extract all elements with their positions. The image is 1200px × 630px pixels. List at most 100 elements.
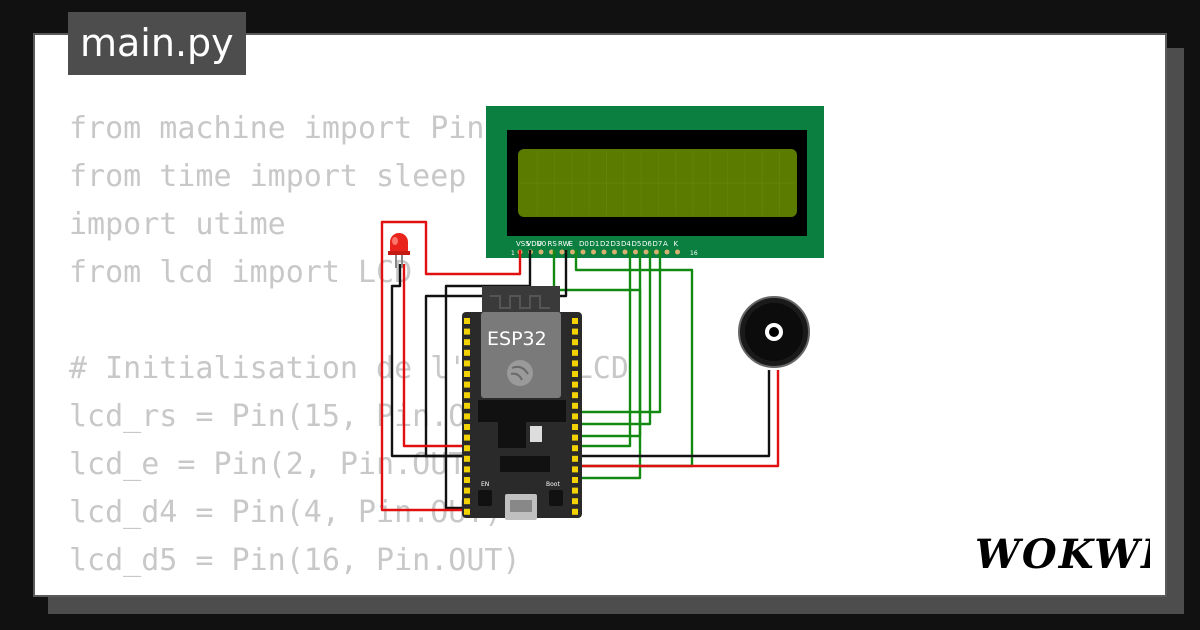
esp32-pin[interactable] <box>464 349 470 356</box>
en-button[interactable] <box>478 490 492 506</box>
esp32-pin[interactable] <box>572 381 578 388</box>
wire-green[interactable] <box>578 250 652 426</box>
esp32-pin[interactable] <box>572 371 578 377</box>
wokwi-logo: WOKWI <box>975 531 1150 576</box>
lcd-pin[interactable] <box>570 249 575 255</box>
esp32-pin[interactable] <box>464 466 470 473</box>
lcd-pin[interactable] <box>633 249 638 255</box>
esp32-pin[interactable] <box>572 477 578 483</box>
wokwi-logo-text: WOKWI <box>975 531 1150 576</box>
wire-black[interactable] <box>390 264 466 458</box>
code-line: from machine import Pin <box>69 111 485 146</box>
esp32-pin[interactable] <box>572 318 578 324</box>
file-tab[interactable]: main.py <box>68 12 246 75</box>
esp32-pin[interactable] <box>464 424 470 430</box>
esp32-pin[interactable] <box>464 477 470 483</box>
esp32-pin[interactable] <box>464 434 470 441</box>
esp32-pin[interactable] <box>572 498 578 505</box>
esp32-pin[interactable] <box>572 360 578 367</box>
esp32-module <box>481 312 561 398</box>
lcd-pin-last-label: 16 <box>690 250 698 257</box>
lcd-pin[interactable] <box>580 249 586 255</box>
esp32-pin[interactable] <box>572 434 578 441</box>
esp32-pin[interactable] <box>572 487 578 494</box>
lcd-pin-label: VSS <box>516 240 530 248</box>
esp32-pin[interactable] <box>464 371 470 377</box>
esp32-pin[interactable] <box>464 413 470 420</box>
esp32-pin[interactable] <box>464 498 470 505</box>
esp32-pin[interactable] <box>464 339 470 346</box>
lcd-pin-label: D1 <box>590 240 600 248</box>
buzzer[interactable] <box>738 296 810 368</box>
lcd-pin[interactable] <box>559 249 565 255</box>
lcd-pin-label: V0 <box>537 240 546 248</box>
wire-green[interactable] <box>574 250 694 468</box>
code-editor: from machine import Pin from time import … <box>69 105 629 595</box>
lcd-pin-label: D3 <box>611 240 621 248</box>
lcd-pin-label: VDD <box>527 240 543 248</box>
esp32-label: ESP32 <box>487 328 547 350</box>
esp32-pin[interactable] <box>572 424 578 430</box>
lcd-pin-label: RS <box>548 240 558 248</box>
lcd-pin[interactable] <box>591 249 596 255</box>
code-line: lcd_d5 = Pin(16, Pin.OUT) <box>69 543 521 578</box>
lcd-pin[interactable] <box>675 249 680 255</box>
wire-red[interactable] <box>402 264 466 448</box>
esp32-pin[interactable] <box>572 328 578 335</box>
esp32-pin[interactable] <box>464 508 470 515</box>
esp32-pin[interactable] <box>464 455 470 462</box>
lcd-pin[interactable] <box>601 249 607 255</box>
esp32-pin[interactable] <box>572 339 578 346</box>
esp32-pin[interactable] <box>464 445 470 452</box>
lcd-pin[interactable] <box>664 249 670 255</box>
lcd-pin-label: RW <box>558 240 570 248</box>
code-line: lcd_d6 = Pin(17, Pin.OUT) <box>69 585 629 595</box>
code-line: from time import sleep <box>69 159 467 194</box>
esp32-pin[interactable] <box>464 487 470 494</box>
chip <box>498 420 526 448</box>
wire-green[interactable] <box>578 250 632 448</box>
code-line: import utime <box>69 207 286 242</box>
esp32-pin[interactable] <box>464 318 470 324</box>
lcd-pin[interactable] <box>538 249 544 255</box>
wire-green[interactable] <box>578 250 662 414</box>
esp32-pin[interactable] <box>464 402 470 409</box>
lcd-pin-label: A <box>663 240 668 248</box>
esp32-pin[interactable] <box>572 413 578 420</box>
esp32-pin[interactable] <box>464 381 470 388</box>
esp32-pin[interactable] <box>572 402 578 409</box>
lcd-pin-label: D6 <box>642 240 652 248</box>
lcd-pin-label: D0 <box>579 240 589 248</box>
esp32-pin[interactable] <box>572 349 578 356</box>
red-led[interactable] <box>388 233 410 268</box>
lcd-pin[interactable] <box>622 249 628 255</box>
lcd-pin-label: K <box>674 240 679 248</box>
esp32-pin[interactable] <box>572 445 578 452</box>
wire-black[interactable] <box>444 250 532 510</box>
esp32-pin[interactable] <box>572 455 578 462</box>
esp32-pin[interactable] <box>464 328 470 335</box>
en-label: EN <box>481 481 489 488</box>
wire-red[interactable] <box>380 220 522 512</box>
esp32-board[interactable]: ESP32 EN Boot <box>462 286 582 520</box>
lcd-pin-label: D5 <box>632 240 642 248</box>
esp32-pin[interactable] <box>464 392 470 399</box>
esp32-pin[interactable] <box>572 392 578 399</box>
esp32-pin[interactable] <box>572 466 578 473</box>
esp32-pin[interactable] <box>572 508 578 515</box>
wire-black[interactable] <box>578 370 771 458</box>
code-line: lcd_e = Pin(2, Pin.OUT) <box>69 447 485 482</box>
lcd-pin[interactable] <box>654 249 659 255</box>
wire-green[interactable] <box>578 250 642 438</box>
lcd-pin[interactable] <box>643 249 649 255</box>
lcd-pin-label: E <box>569 240 573 248</box>
lcd-pin-label: D4 <box>621 240 631 248</box>
esp32-pin[interactable] <box>464 360 470 367</box>
lcd-pin-label: D2 <box>600 240 610 248</box>
lcd-pin[interactable] <box>612 249 617 255</box>
lcd-pin[interactable] <box>549 249 554 255</box>
boot-button[interactable] <box>549 490 563 506</box>
lcd-pin-label: D7 <box>653 240 663 248</box>
